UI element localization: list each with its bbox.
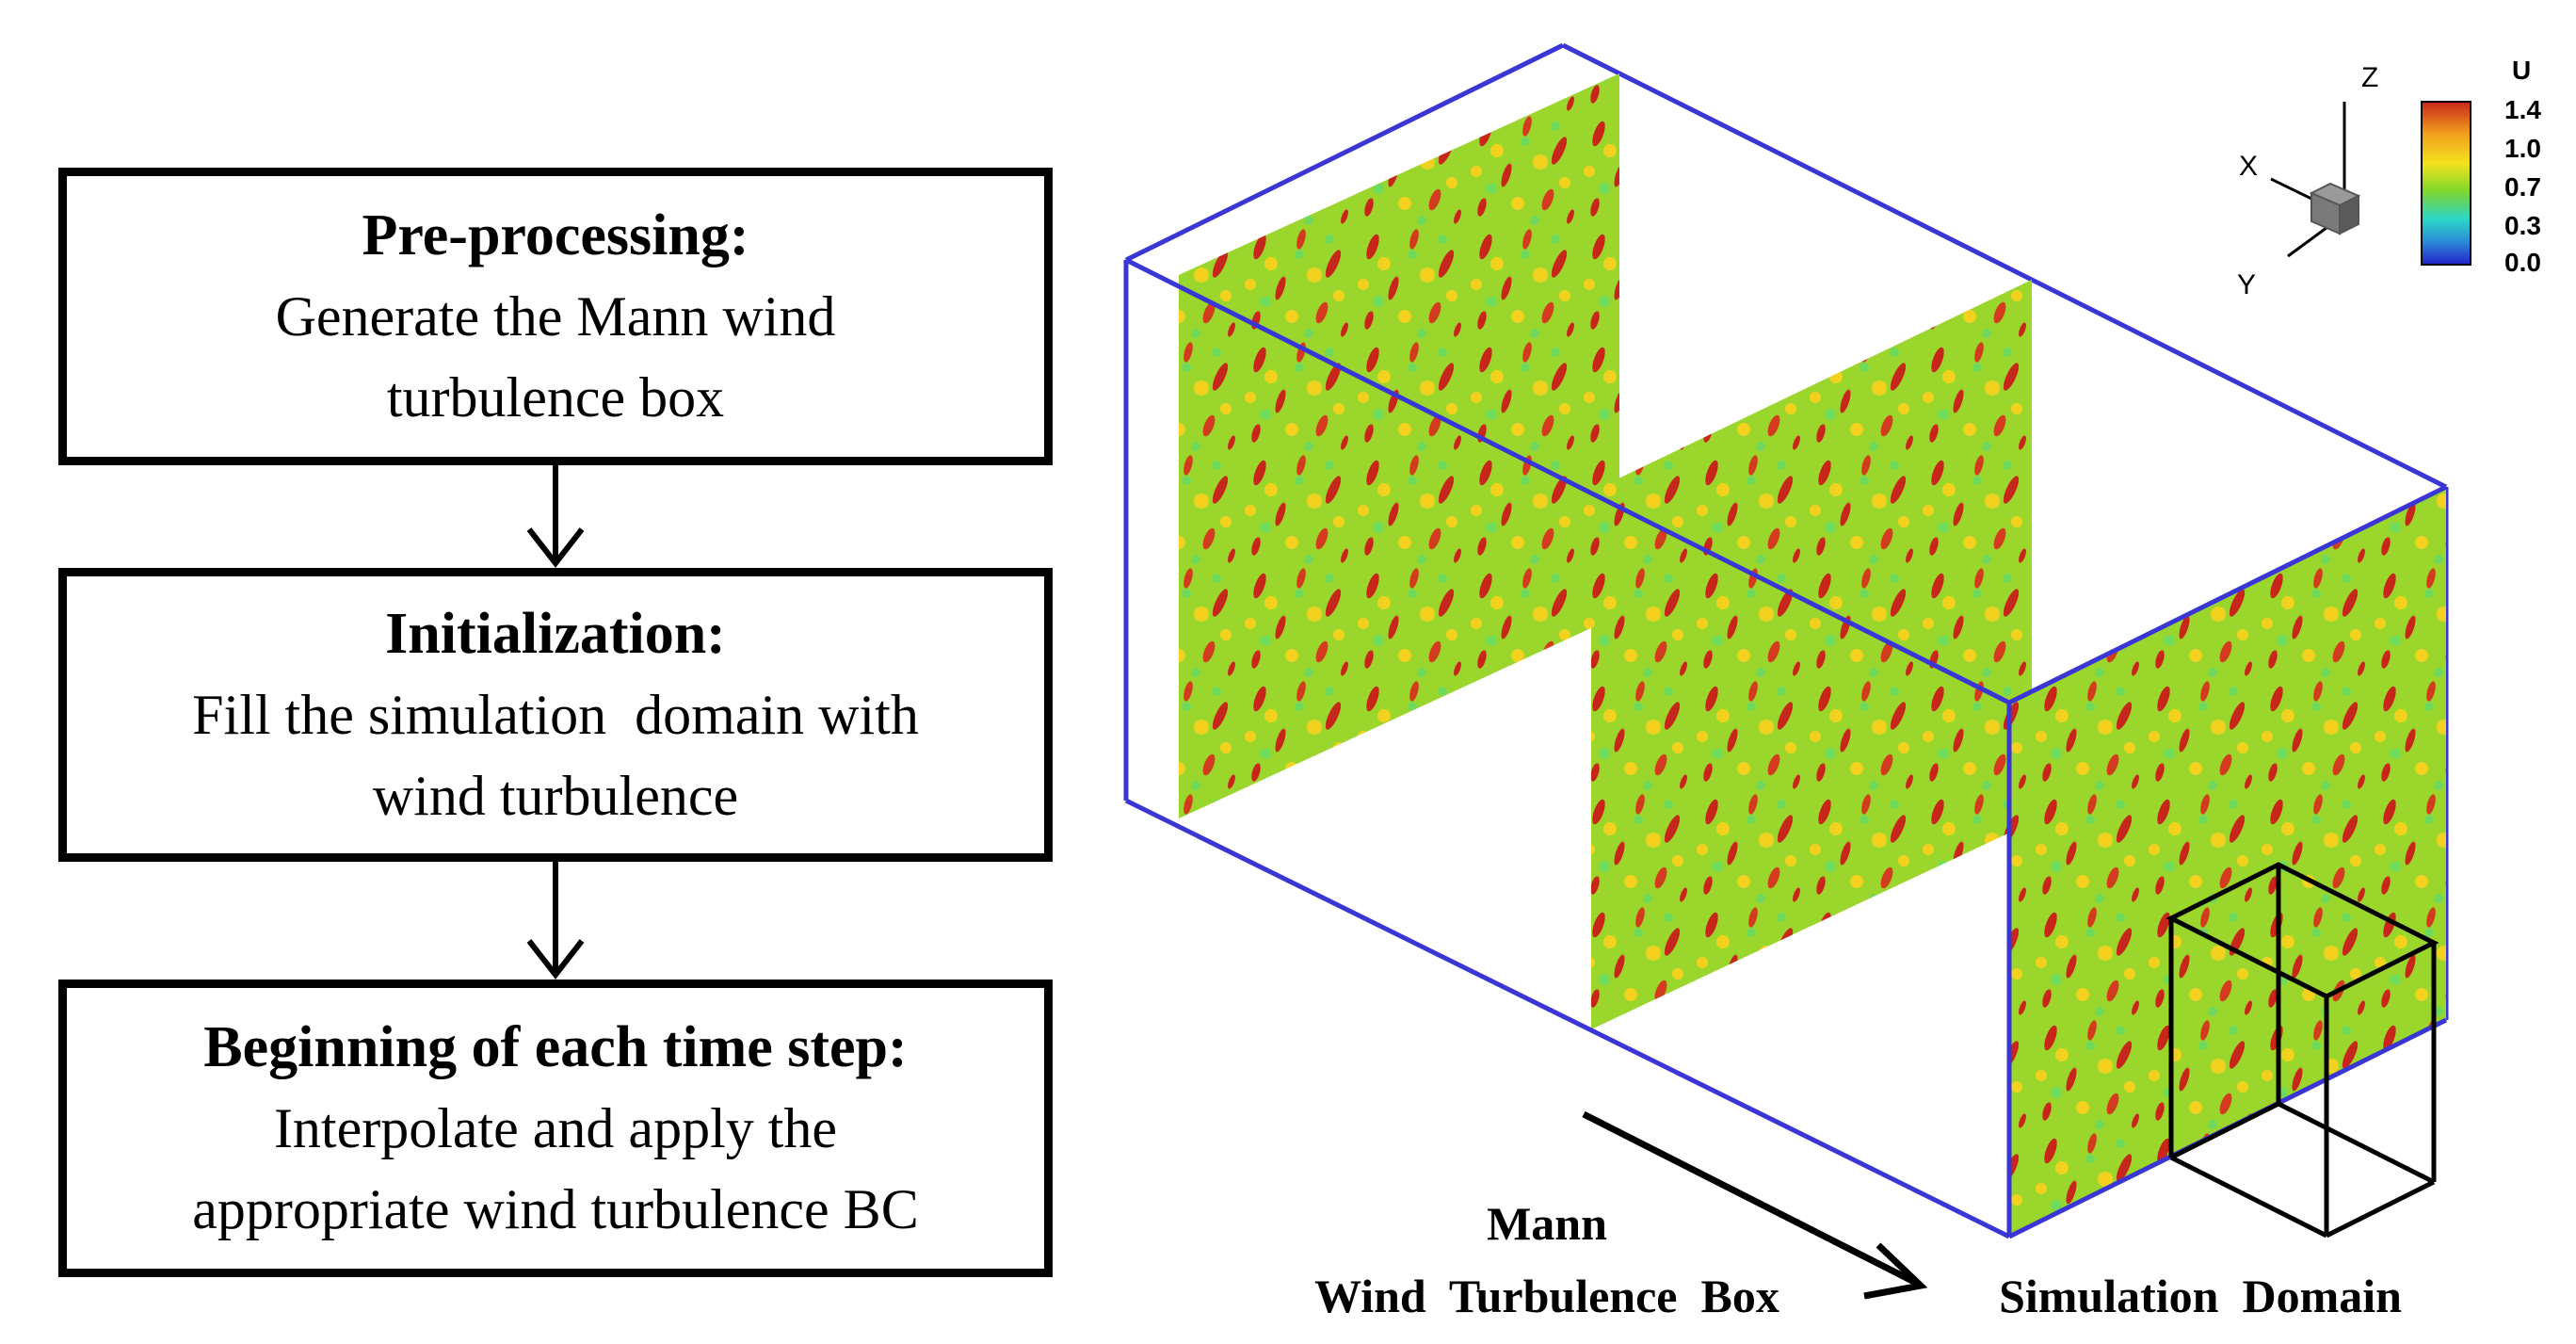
flow-arrow-2 [526, 862, 585, 980]
turbulence-plane-back [1179, 73, 1619, 818]
legend-title: U [2512, 56, 2531, 85]
step-text-line: Interpolate and apply the [273, 1097, 838, 1159]
caption-mann: Mann [1487, 1197, 1607, 1250]
flow-step-time-step: Beginning of each time step: Interpolate… [58, 980, 1053, 1277]
axis-triad: Z X Y [2237, 62, 2378, 300]
flow-arrow-1 [526, 465, 585, 568]
axis-label-z: Z [2361, 62, 2378, 93]
step-text-line: appropriate wind turbulence BC [192, 1178, 919, 1240]
step-text-line: Generate the Mann wind [275, 285, 836, 348]
legend-tick: 0.7 [2504, 172, 2541, 202]
flow-step-initialization: Initialization: Fill the simulation doma… [58, 568, 1053, 862]
step-text-line: wind turbulence [372, 765, 739, 827]
step-title: Pre-processing: [362, 203, 749, 267]
turbulence-plane-front [2009, 487, 2446, 1237]
color-legend: U 1.4 1.0 0.7 0.3 0.0 [2421, 56, 2541, 277]
caption-simulation-domain: Simulation Domain [1999, 1270, 2402, 1322]
simulation-domain-box [2165, 862, 2439, 1239]
axis-label-y: Y [2237, 269, 2256, 300]
legend-tick: 0.0 [2504, 248, 2541, 277]
flow-step-preprocessing: Pre-processing: Generate the Mann wind t… [58, 168, 1053, 465]
colorbar [2421, 101, 2471, 266]
step-title: Beginning of each time step: [203, 1015, 908, 1079]
turbulence-box-front-edges [1123, 42, 2448, 1239]
step-title: Initialization: [385, 602, 726, 666]
caption-wind-turbulence-box: Wind Turbulence Box [1314, 1270, 1779, 1322]
turbulence-plane-middle [1591, 280, 2032, 1029]
legend-tick: 0.3 [2504, 211, 2541, 240]
axis-label-x: X [2239, 151, 2258, 182]
step-text-line: turbulence box [386, 366, 725, 429]
legend-tick: 1.4 [2504, 95, 2541, 124]
direction-arrow [1582, 1110, 1928, 1300]
legend-tick: 1.0 [2504, 134, 2541, 163]
step-text-line: Fill the simulation domain with [192, 684, 919, 746]
